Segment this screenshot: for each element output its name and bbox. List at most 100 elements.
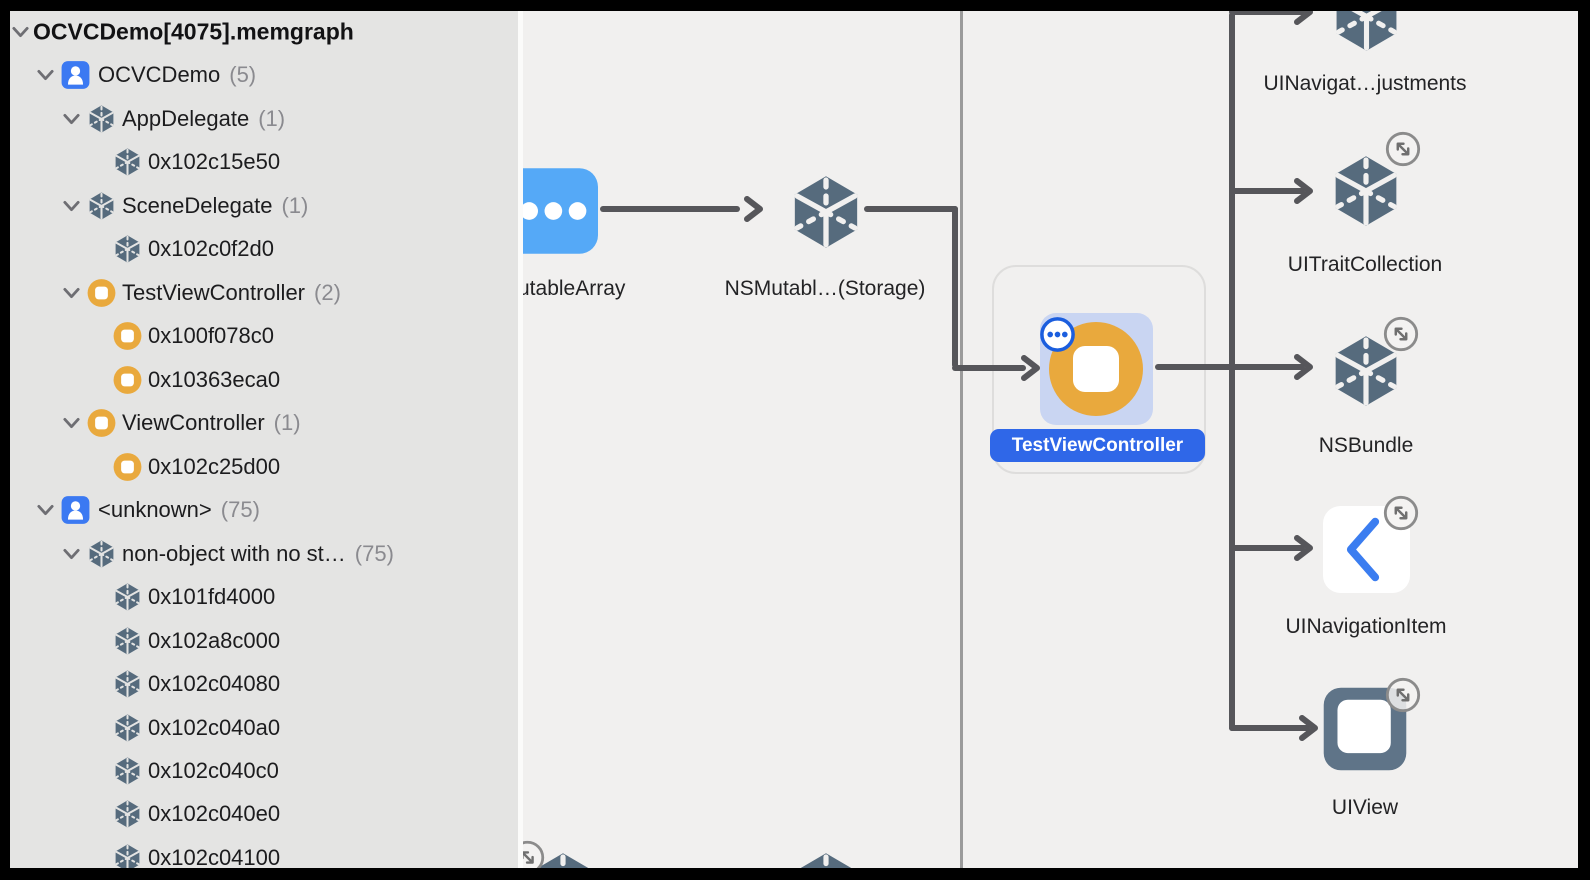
edge-line xyxy=(864,206,958,212)
tree-row[interactable]: 0x102c0f2d0 xyxy=(10,227,518,271)
cube-icon xyxy=(113,670,142,699)
tree-row-label: AppDelegate(1) xyxy=(122,105,286,131)
tree-row[interactable]: 0x102c04080 xyxy=(10,662,518,706)
node-label-uiview[interactable]: UIView xyxy=(1331,796,1399,819)
tree-row[interactable]: OCVCDemo[4075].memgraph xyxy=(10,11,518,54)
cube-icon[interactable] xyxy=(526,851,600,868)
arrowhead-icon xyxy=(1293,178,1315,204)
tree-row[interactable]: 0x102c15e50 xyxy=(10,140,518,184)
tree-row[interactable]: 0x102c040c0 xyxy=(10,749,518,793)
view-controller-icon xyxy=(113,322,142,351)
arrowhead-icon xyxy=(743,196,765,222)
tree-row-label: OCVCDemo(5) xyxy=(98,62,257,88)
arrowhead-icon xyxy=(1293,535,1315,561)
expand-badge-icon[interactable] xyxy=(1382,494,1420,532)
cube-icon[interactable] xyxy=(788,174,864,250)
tree-row[interactable]: ViewController(1) xyxy=(10,401,518,445)
cube-icon xyxy=(113,235,142,264)
expand-badge-icon[interactable] xyxy=(1384,130,1422,168)
arrowhead-icon xyxy=(1020,355,1042,381)
tree-row-label: non-object with no st…(75) xyxy=(122,540,394,566)
cube-icon xyxy=(113,583,142,612)
cube-icon[interactable] xyxy=(1330,11,1403,53)
tree-row[interactable]: 0x102c040a0 xyxy=(10,706,518,750)
node-label-uinavigationitem[interactable]: UINavigationItem xyxy=(1285,615,1447,638)
tree-row[interactable]: 0x102c040e0 xyxy=(10,792,518,836)
tree-row-label: 0x100f078c0 xyxy=(148,323,274,349)
cube-icon xyxy=(113,756,142,785)
tree-row[interactable]: TestViewController(2) xyxy=(10,271,518,315)
arrowhead-icon xyxy=(1293,354,1315,380)
chevron-down-icon[interactable] xyxy=(63,284,80,301)
tree-row-label: 0x102c25d00 xyxy=(148,453,281,479)
cube-icon xyxy=(113,843,142,868)
window-content: OCVCDemo[4075].memgraph OCVCDemo(5) AppD… xyxy=(10,11,1578,868)
tree-row[interactable]: 0x10363eca0 xyxy=(10,358,518,402)
view-controller-icon xyxy=(113,365,142,394)
tree-row[interactable]: AppDelegate(1) xyxy=(10,97,518,141)
navigation-back-chevron-icon[interactable] xyxy=(1323,506,1410,593)
node-testviewcontroller[interactable] xyxy=(1040,313,1153,425)
cube-icon xyxy=(113,148,142,177)
expand-badge-icon[interactable] xyxy=(1382,315,1420,353)
sidebar-divider[interactable] xyxy=(518,11,523,868)
tree-row-count: (75) xyxy=(354,540,394,566)
arrowhead-icon xyxy=(1293,11,1315,25)
tree-row[interactable]: SceneDelegate(1) xyxy=(10,184,518,228)
node-label-uitraitcollection[interactable]: UITraitCollection xyxy=(1287,253,1443,276)
tree-row-label: OCVCDemo[4075].memgraph xyxy=(33,18,354,45)
tree-row-label: 0x102c15e50 xyxy=(148,149,281,175)
cube-icon[interactable] xyxy=(789,851,863,868)
tree-row-label: SceneDelegate(1) xyxy=(122,192,309,218)
cube-icon xyxy=(113,800,142,829)
tree-row[interactable]: 0x102a8c000 xyxy=(10,619,518,663)
view-controller-icon xyxy=(1049,322,1143,416)
cube-icon xyxy=(87,104,116,133)
edge-line xyxy=(1229,545,1305,551)
selected-node-label[interactable]: TestViewController xyxy=(990,429,1205,462)
tree-row-label: ViewController(1) xyxy=(122,410,301,436)
chevron-down-icon[interactable] xyxy=(63,110,80,127)
node-label-uinavigat-justments[interactable]: UINavigat…justments xyxy=(1263,72,1467,95)
expand-badge-icon[interactable] xyxy=(1384,676,1422,714)
chevron-down-icon[interactable] xyxy=(63,545,80,562)
tree-row[interactable]: 0x101fd4000 xyxy=(10,575,518,619)
edge-line xyxy=(952,365,1026,371)
tree-row-count: (1) xyxy=(281,192,309,218)
edge-line xyxy=(952,206,958,368)
tree-row[interactable]: non-object with no st…(75) xyxy=(10,532,518,576)
nsmutablearray-icon[interactable] xyxy=(523,168,598,254)
cube-icon xyxy=(113,626,142,655)
cube-icon xyxy=(87,191,116,220)
chevron-down-icon[interactable] xyxy=(63,197,80,214)
cube-icon[interactable] xyxy=(1329,154,1403,228)
node-label-nsbundle[interactable]: NSBundle xyxy=(1318,434,1414,457)
uiview-icon[interactable] xyxy=(1322,686,1408,772)
cube-icon xyxy=(113,713,142,742)
chevron-down-icon[interactable] xyxy=(37,502,54,519)
tree-row[interactable]: 0x102c25d00 xyxy=(10,445,518,489)
tree-row[interactable]: 0x100f078c0 xyxy=(10,314,518,358)
tree-row-label: 0x102c040a0 xyxy=(148,714,281,740)
chevron-down-icon[interactable] xyxy=(37,67,54,84)
ellipsis-badge-icon[interactable] xyxy=(1038,315,1077,354)
tree-row[interactable]: 0x102c04100 xyxy=(10,836,518,868)
arrowhead-icon xyxy=(1298,715,1320,741)
node-label-storage[interactable]: NSMutabl…(Storage) xyxy=(724,277,926,300)
memory-graph-canvas[interactable]: utableArray NSMutabl…(Storage) TestViewC… xyxy=(523,11,1578,868)
tree-row[interactable]: <unknown>(75) xyxy=(10,488,518,532)
edge-line xyxy=(1229,188,1305,194)
tree-row-count: (5) xyxy=(229,62,257,88)
chevron-down-icon[interactable] xyxy=(63,415,80,432)
edge-line xyxy=(1229,725,1310,731)
node-label-nsmutablearray[interactable]: utableArray xyxy=(523,277,626,300)
tree-row-label: 0x102c0f2d0 xyxy=(148,236,274,262)
tree-row[interactable]: OCVCDemo(5) xyxy=(10,53,518,97)
chevron-down-icon[interactable] xyxy=(12,24,29,41)
column-separator xyxy=(960,11,963,868)
cube-icon[interactable] xyxy=(1329,334,1403,408)
edge-bus-line xyxy=(1229,12,1235,731)
edge-line xyxy=(1229,364,1305,370)
view-controller-icon-inner xyxy=(1073,346,1119,392)
